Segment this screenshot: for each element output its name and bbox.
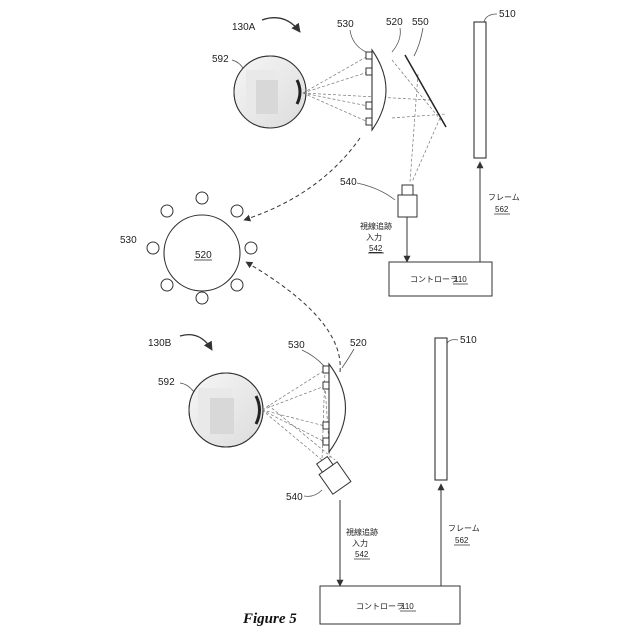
gaze-input-line1-bottom: 視線追跡 bbox=[346, 527, 378, 537]
frame-label-top: フレーム bbox=[488, 193, 520, 202]
gaze-input-line2-top: 入力 bbox=[366, 232, 382, 242]
leader-510-bottom bbox=[446, 340, 458, 346]
label-130b: 130B bbox=[148, 338, 172, 349]
hot-mirror-550 bbox=[405, 55, 446, 127]
display-510-bottom bbox=[435, 338, 447, 480]
leader-520-bottom bbox=[342, 349, 354, 368]
leader-540-top bbox=[357, 183, 395, 200]
camera-540-bottom bbox=[313, 454, 351, 494]
label-550: 550 bbox=[412, 17, 429, 28]
figure-caption: Figure 5 bbox=[242, 611, 297, 627]
arrow-130b bbox=[180, 335, 212, 350]
label-530-mid: 530 bbox=[120, 235, 137, 246]
leader-520-top bbox=[392, 28, 400, 52]
label-592-bottom: 592 bbox=[158, 377, 175, 388]
gaze-input-num-bottom: 542 bbox=[355, 550, 369, 559]
frame-num-bottom: 562 bbox=[455, 536, 469, 545]
front-view: 520 530 bbox=[120, 192, 257, 304]
label-540-top: 540 bbox=[340, 177, 357, 188]
leader-540-bottom bbox=[304, 490, 322, 496]
label-540-bottom: 540 bbox=[286, 492, 303, 503]
label-520-mid: 520 bbox=[195, 250, 212, 261]
controller-label-top: コントローラ bbox=[410, 275, 458, 284]
eye-592-bottom bbox=[189, 373, 263, 447]
label-520-top: 520 bbox=[386, 17, 403, 28]
system-130b: 130B 530 520 510 592 bbox=[148, 262, 480, 624]
dashed-arrow-bottom-to-mid bbox=[246, 262, 340, 372]
leds-530-top bbox=[366, 52, 372, 125]
frame-label-bottom: フレーム bbox=[448, 524, 480, 533]
display-510-top bbox=[474, 22, 486, 158]
leader-550 bbox=[414, 28, 423, 56]
camera-540-top bbox=[398, 185, 417, 217]
lens-520-bottom bbox=[329, 364, 346, 452]
gaze-input-line1-top: 視線追跡 bbox=[360, 221, 392, 231]
leader-530-top bbox=[350, 30, 366, 52]
gaze-input-line2-bottom: 入力 bbox=[352, 538, 368, 548]
label-530-bottom: 530 bbox=[288, 340, 305, 351]
system-130a: 130A 530 520 550 510 592 bbox=[212, 9, 520, 296]
label-530-top: 530 bbox=[337, 19, 354, 30]
label-510-bottom: 510 bbox=[460, 335, 477, 346]
lens-520-top bbox=[372, 50, 386, 130]
label-510-top: 510 bbox=[499, 9, 516, 20]
leader-510-top bbox=[484, 14, 497, 22]
frame-num-top: 562 bbox=[495, 205, 509, 214]
eye-592-top bbox=[234, 56, 306, 128]
controller-num-top: 110 bbox=[454, 275, 467, 284]
leader-530-bottom bbox=[302, 350, 324, 366]
arrow-130a bbox=[262, 18, 300, 32]
leader-592-bottom bbox=[180, 383, 194, 392]
gaze-input-num-top: 542 bbox=[369, 244, 383, 253]
label-130a: 130A bbox=[232, 22, 256, 33]
controller-label-bottom: コントローラ bbox=[356, 602, 404, 611]
controller-num-bottom: 110 bbox=[401, 602, 414, 611]
label-592-top: 592 bbox=[212, 54, 229, 65]
label-520-bottom: 520 bbox=[350, 338, 367, 349]
